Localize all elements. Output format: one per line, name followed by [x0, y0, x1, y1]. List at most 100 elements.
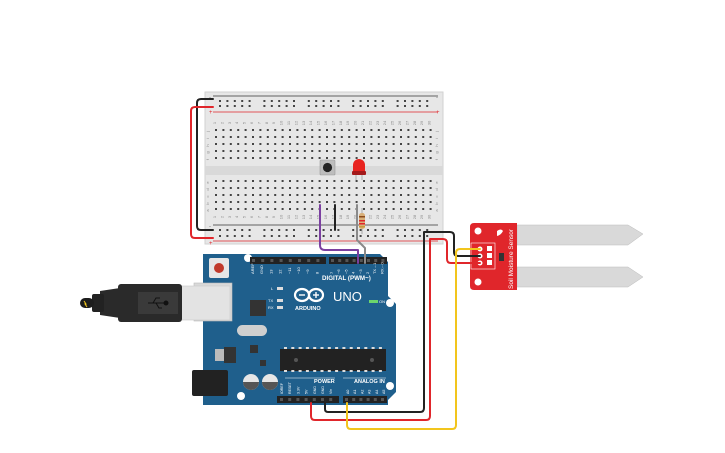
header-hole[interactable] — [381, 259, 385, 262]
breadboard-hole[interactable] — [226, 105, 229, 107]
breadboard-hole[interactable] — [229, 143, 232, 145]
breadboard-hole[interactable] — [370, 150, 373, 152]
wire-rail-ground-left[interactable] — [196, 98, 214, 231]
breadboard-hole[interactable] — [337, 235, 340, 237]
breadboard-hole[interactable] — [237, 187, 240, 189]
breadboard-hole[interactable] — [303, 143, 306, 145]
breadboard-hole[interactable] — [241, 229, 244, 231]
wires[interactable] — [190, 98, 481, 430]
breadboard-hole[interactable] — [296, 187, 299, 189]
breadboard-hole[interactable] — [363, 136, 365, 138]
breadboard-hole[interactable] — [215, 136, 217, 138]
header-hole[interactable] — [288, 259, 292, 262]
breadboard-hole[interactable] — [252, 129, 254, 131]
header-hole[interactable] — [252, 259, 255, 262]
breadboard-hole[interactable] — [422, 157, 425, 159]
header-hole[interactable] — [338, 259, 342, 262]
breadboard-hole[interactable] — [274, 157, 277, 159]
breadboard-hole[interactable] — [396, 105, 399, 107]
breadboard-hole[interactable] — [289, 180, 291, 182]
header-hole[interactable] — [261, 259, 265, 262]
breadboard-hole[interactable] — [363, 143, 365, 145]
breadboard-hole[interactable] — [370, 208, 373, 210]
breadboard-hole[interactable] — [248, 105, 251, 107]
breadboard-hole[interactable] — [322, 229, 325, 231]
breadboard-hole[interactable] — [289, 157, 291, 159]
breadboard-hole[interactable] — [303, 129, 306, 131]
breadboard-hole[interactable] — [352, 229, 355, 231]
breadboard-hole[interactable] — [311, 208, 314, 210]
breadboard-hole[interactable] — [407, 136, 410, 138]
breadboard-hole[interactable] — [318, 180, 321, 182]
header-hole[interactable] — [307, 259, 311, 262]
breadboard-hole[interactable] — [289, 187, 291, 189]
breadboard-hole[interactable] — [363, 187, 365, 189]
breadboard-hole[interactable] — [422, 143, 425, 145]
breadboard-hole[interactable] — [400, 143, 402, 145]
breadboard-hole[interactable] — [252, 194, 254, 196]
breadboard-hole[interactable] — [326, 129, 328, 131]
breadboard-hole[interactable] — [259, 187, 262, 189]
breadboard-hole[interactable] — [244, 136, 247, 138]
breadboard-hole[interactable] — [392, 157, 395, 159]
breadboard-hole[interactable] — [355, 180, 358, 182]
breadboard-hole[interactable] — [385, 150, 388, 152]
breadboard-hole[interactable] — [326, 194, 328, 196]
breadboard-hole[interactable] — [244, 143, 247, 145]
breadboard-hole[interactable] — [330, 229, 332, 231]
breadboard-hole[interactable] — [296, 136, 299, 138]
breadboard-hole[interactable] — [326, 150, 328, 152]
breadboard-hole[interactable] — [318, 143, 321, 145]
breadboard-hole[interactable] — [385, 157, 388, 159]
breadboard-hole[interactable] — [237, 208, 240, 210]
breadboard-hole[interactable] — [311, 136, 314, 138]
breadboard-hole[interactable] — [355, 194, 358, 196]
breadboard-hole[interactable] — [285, 235, 288, 237]
breadboard-hole[interactable] — [215, 157, 217, 159]
breadboard-hole[interactable] — [400, 201, 402, 203]
breadboard-hole[interactable] — [252, 136, 254, 138]
breadboard-hole[interactable] — [237, 129, 240, 131]
breadboard-hole[interactable] — [333, 187, 336, 189]
usb-cable[interactable] — [80, 284, 231, 322]
breadboard-hole[interactable] — [418, 105, 421, 107]
breadboard-hole[interactable] — [370, 201, 373, 203]
breadboard-hole[interactable] — [296, 129, 299, 131]
breadboard-hole[interactable] — [303, 194, 306, 196]
breadboard-hole[interactable] — [326, 143, 328, 145]
breadboard-hole[interactable] — [274, 208, 277, 210]
breadboard-hole[interactable] — [333, 129, 336, 131]
header-hole[interactable] — [373, 398, 377, 401]
breadboard-hole[interactable] — [418, 235, 421, 237]
breadboard-hole[interactable] — [315, 235, 318, 237]
breadboard-hole[interactable] — [355, 201, 358, 203]
breadboard-hole[interactable] — [429, 150, 432, 152]
breadboard-hole[interactable] — [411, 235, 414, 237]
breadboard-hole[interactable] — [326, 180, 328, 182]
breadboard-hole[interactable] — [281, 143, 284, 145]
breadboard-hole[interactable] — [400, 194, 402, 196]
breadboard-hole[interactable] — [293, 229, 295, 231]
soil-moisture-sensor[interactable]: Soil Moisture Sensor — [470, 223, 644, 290]
breadboard-hole[interactable] — [367, 229, 369, 231]
breadboard-hole[interactable] — [355, 150, 358, 152]
breadboard-hole[interactable] — [422, 194, 425, 196]
breadboard-hole[interactable] — [385, 180, 388, 182]
breadboard-hole[interactable] — [348, 194, 351, 196]
breadboard-hole[interactable] — [274, 129, 277, 131]
breadboard-hole[interactable] — [281, 187, 284, 189]
breadboard-hole[interactable] — [340, 150, 343, 152]
breadboard-hole[interactable] — [400, 180, 402, 182]
breadboard-hole[interactable] — [278, 105, 281, 107]
breadboard-hole[interactable] — [222, 136, 225, 138]
header-hole[interactable] — [381, 398, 384, 401]
breadboard-hole[interactable] — [229, 194, 232, 196]
breadboard-hole[interactable] — [400, 187, 402, 189]
breadboard-hole[interactable] — [363, 157, 365, 159]
breadboard-hole[interactable] — [318, 150, 321, 152]
header-hole[interactable] — [329, 398, 333, 401]
breadboard-hole[interactable] — [285, 105, 288, 107]
breadboard-hole[interactable] — [215, 194, 217, 196]
breadboard-hole[interactable] — [392, 136, 395, 138]
breadboard-hole[interactable] — [355, 136, 358, 138]
